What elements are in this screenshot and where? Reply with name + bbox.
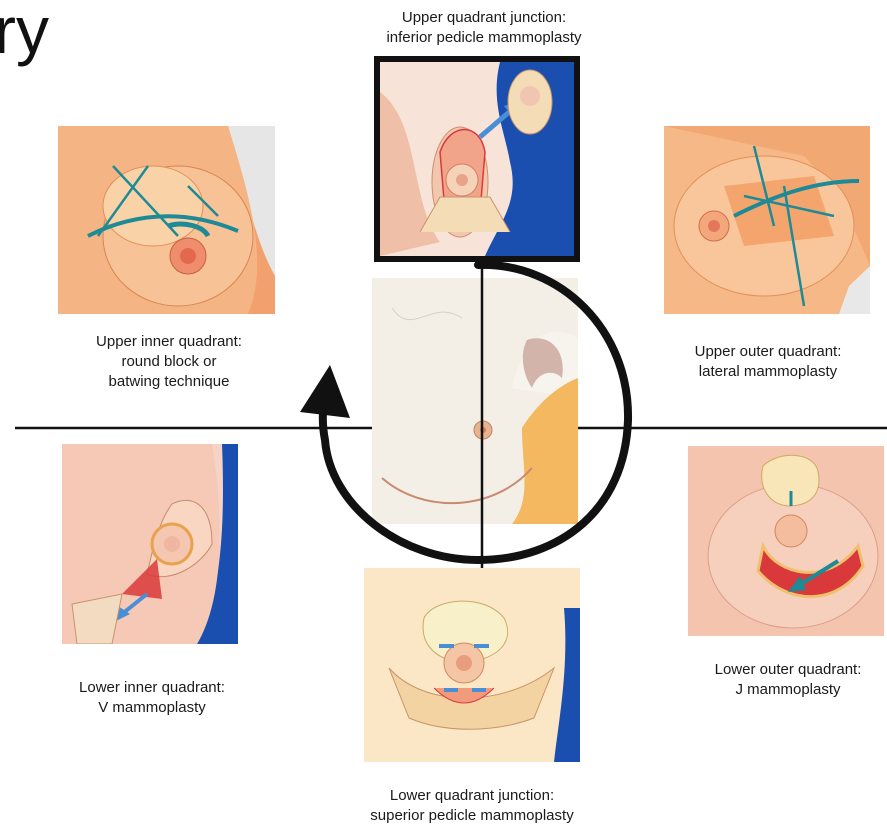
caption-lower-inner-quadrant: Lower inner quadrant: V mammoplasty bbox=[48, 678, 256, 718]
caption-line: lateral mammoplasty bbox=[662, 362, 874, 382]
caption-line: batwing technique bbox=[54, 372, 284, 392]
caption-lower-quadrant-junction: Lower quadrant junction: superior pedicl… bbox=[334, 786, 610, 826]
panel-lower-outer-quadrant bbox=[688, 446, 884, 636]
caption-lower-outer-quadrant: Lower outer quadrant: J mammoplasty bbox=[690, 660, 886, 700]
caption-line: J mammoplasty bbox=[690, 680, 886, 700]
panel-lower-inner-quadrant bbox=[62, 444, 238, 644]
caption-line: Upper quadrant junction: bbox=[360, 8, 608, 28]
caption-line: Upper inner quadrant: bbox=[54, 332, 284, 352]
caption-line: Lower inner quadrant: bbox=[48, 678, 256, 698]
caption-line: V mammoplasty bbox=[48, 698, 256, 718]
caption-line: Upper outer quadrant: bbox=[662, 342, 874, 362]
caption-line: inferior pedicle mammoplasty bbox=[360, 28, 608, 48]
caption-line: Lower outer quadrant: bbox=[690, 660, 886, 680]
panel-upper-quadrant-junction bbox=[374, 56, 580, 262]
caption-upper-quadrant-junction: Upper quadrant junction: inferior pedicl… bbox=[360, 8, 608, 48]
caption-line: Lower quadrant junction: bbox=[334, 786, 610, 806]
panel-lower-quadrant-junction bbox=[364, 568, 580, 762]
caption-line: superior pedicle mammoplasty bbox=[334, 806, 610, 826]
caption-upper-inner-quadrant: Upper inner quadrant: round block or bat… bbox=[54, 332, 284, 392]
caption-line: round block or bbox=[54, 352, 284, 372]
panel-upper-inner-quadrant bbox=[58, 126, 275, 314]
panel-upper-outer-quadrant bbox=[664, 126, 870, 314]
caption-upper-outer-quadrant: Upper outer quadrant: lateral mammoplast… bbox=[662, 342, 874, 382]
